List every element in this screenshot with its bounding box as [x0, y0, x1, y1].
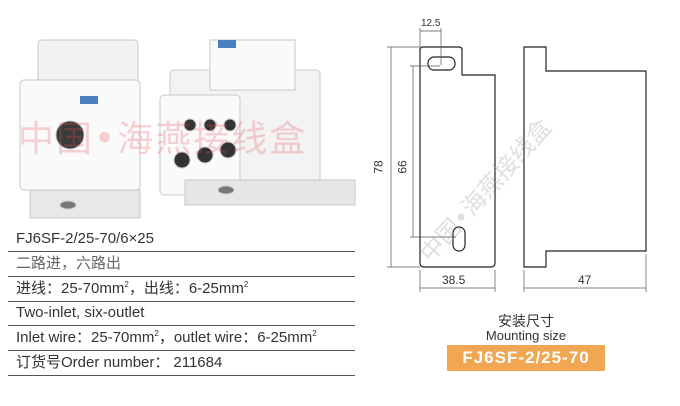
order-label: 订货号Order number： — [16, 354, 170, 371]
sup: 2 — [312, 329, 317, 338]
side-profile — [523, 46, 647, 268]
spec-desc-en-row: Two-inlet, six-outlet — [8, 303, 355, 326]
dim-top: 12.5 — [421, 18, 441, 29]
product-photo — [19, 39, 356, 219]
caption-title-en: Mounting size — [485, 328, 567, 343]
wire-cn: 进线：25-70mm2，出线：6-25mm2 — [16, 275, 248, 299]
watermark: 中国•海燕接线盒 — [18, 119, 308, 160]
spec-desc-cn-row: 二路进，六路出 — [8, 254, 355, 277]
spec-wire-cn-row: 进线：25-70mm2，出线：6-25mm2 — [8, 278, 355, 302]
wire-en-out: ，outlet wire：6-25mm — [158, 329, 313, 346]
wire-en-in: Inlet wire：25-70mm — [16, 329, 155, 346]
spec-wire-en-row: Inlet wire：25-70mm2，outlet wire：6-25mm2 — [8, 327, 355, 351]
dim-hole-spacing: 66 — [395, 160, 410, 174]
order: 订货号Order number：211684 — [16, 353, 222, 373]
sup: 2 — [154, 329, 159, 338]
dim-depth: 47 — [578, 273, 592, 287]
model-badge: FJ6SF-2/25-70 — [447, 345, 605, 371]
spec-order-row: 订货号Order number：211684 — [8, 352, 355, 376]
model-text: FJ6SF-2/25-70/6×25 — [16, 230, 154, 247]
junction-box-side — [159, 39, 356, 206]
order-number: 211684 — [173, 354, 223, 371]
wire-en: Inlet wire：25-70mm2，outlet wire：6-25mm2 — [16, 324, 317, 348]
dim-height: 78 — [371, 160, 386, 174]
top-slot — [427, 56, 456, 71]
junction-box-front — [19, 39, 141, 219]
wire-cn-out: ，出线：6-25mm — [128, 280, 244, 297]
bottom-slot — [452, 226, 466, 252]
wire-cn-in: 进线：25-70mm — [16, 280, 125, 297]
desc-en: Two-inlet, six-outlet — [16, 304, 145, 321]
spec-model-row: FJ6SF-2/25-70/6×25 — [8, 229, 355, 252]
desc-cn: 二路进，六路出 — [16, 255, 122, 272]
caption-title-cn: 安装尺寸 — [498, 313, 554, 329]
dim-width: 38.5 — [442, 273, 466, 287]
plate-outline — [419, 46, 496, 268]
sup: 2 — [243, 280, 249, 289]
sup: 2 — [124, 280, 129, 289]
